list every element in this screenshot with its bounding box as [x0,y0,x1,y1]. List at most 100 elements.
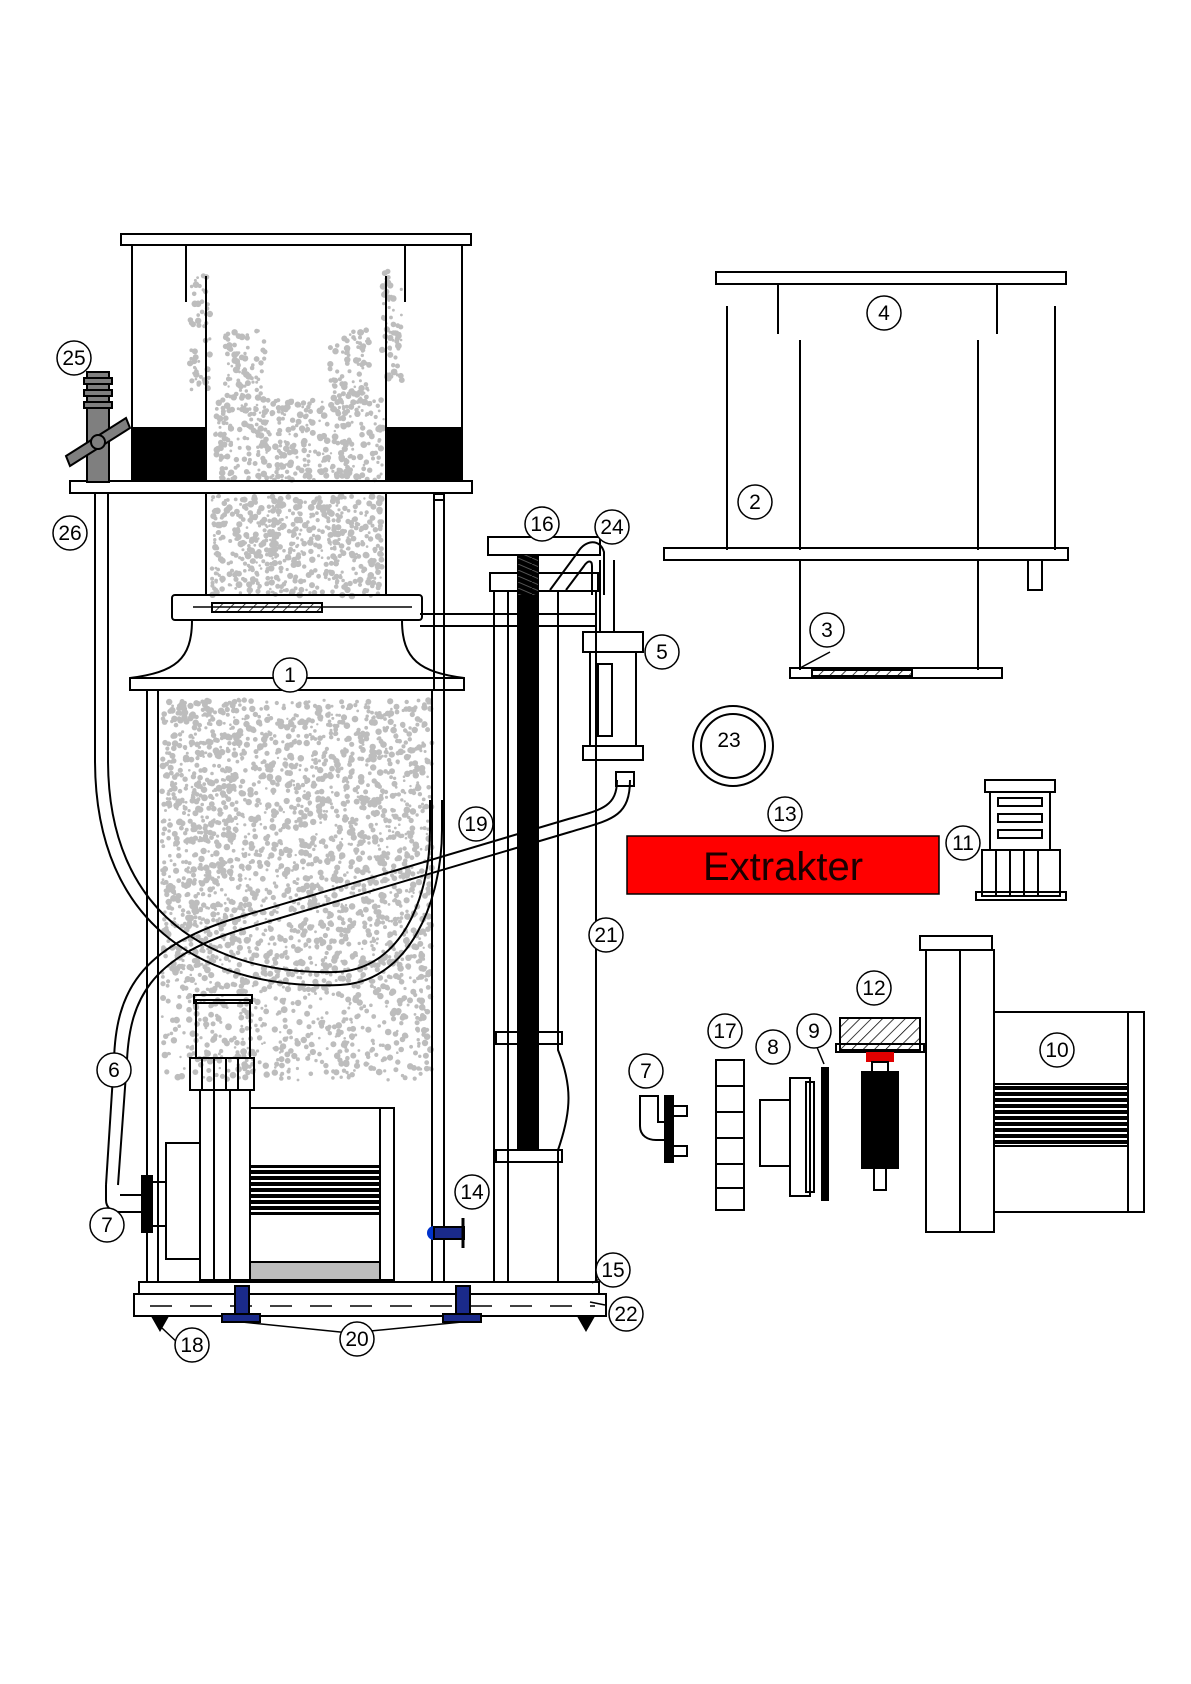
bubble [268,464,272,468]
bubble [251,762,256,767]
bubble [339,939,345,945]
bubble [392,781,398,787]
bubble [284,745,290,751]
bubble [256,404,259,407]
bubble [377,565,381,569]
bubble [260,369,264,373]
bubble [332,590,335,593]
bubble [223,334,227,338]
bubble [253,532,259,538]
bubble [388,710,395,717]
bubble [369,401,372,404]
bubble [336,504,339,507]
bubble [388,761,393,766]
bubble [315,535,321,541]
bubble [425,978,429,982]
bubble [347,1007,350,1010]
bubble [229,450,232,453]
bubble [419,749,422,752]
bubble [276,499,282,505]
bubble [315,964,317,966]
bubble [319,821,322,824]
bubble [170,734,175,739]
bubble [211,1021,216,1026]
bubble [375,444,379,448]
bubble [303,458,307,462]
bubble [267,519,271,523]
bubble [313,856,319,862]
bubble [306,473,312,479]
bubble [207,376,211,380]
bubble [191,786,194,789]
bubble [364,514,367,517]
bubble [286,1036,289,1039]
bubble [275,869,279,873]
bubble [192,372,195,375]
bubble [345,405,349,409]
bubble [233,748,236,751]
bubble [341,384,348,391]
bubble [220,521,227,528]
bubble [170,760,174,764]
bubble [236,581,243,588]
bubble [311,758,314,761]
bubble [349,742,354,747]
bubble [273,881,276,884]
bubble [360,425,365,430]
bubble [418,937,421,940]
bubble [259,385,263,389]
bubble [247,518,252,523]
bubble [209,862,215,868]
bubble [376,942,379,945]
bubble [310,835,316,841]
bubble [315,511,319,515]
bubble [199,836,202,839]
bubble [201,919,203,921]
bubble [246,799,252,805]
bubble [319,1024,324,1029]
callout-c14: 14 [455,1175,489,1209]
bubble [194,733,197,736]
bubble [277,578,281,582]
bubble [335,1035,337,1037]
bubble [285,825,290,830]
bubble [185,893,189,897]
bubble [350,818,356,824]
bubble [389,990,395,996]
bubble [255,927,259,931]
bubble [277,973,280,976]
bubble [286,883,290,887]
bubble [162,878,165,881]
bubble [229,560,233,564]
bubble [374,750,376,752]
bubble [403,987,406,990]
bubble [393,734,398,739]
bubble [280,1043,286,1049]
bubble [252,707,255,710]
bubble [275,584,280,589]
bubble [264,959,269,964]
bubble [396,751,401,756]
bubble [426,833,428,835]
bubble [219,586,225,592]
bubble [204,931,207,934]
callout-c21: 21 [589,918,623,952]
bubble [370,944,373,947]
bubble [203,706,206,709]
bubble [170,1032,174,1036]
bubble [346,871,349,874]
bubble [369,825,372,828]
bubble [287,573,293,579]
bubble [298,923,304,929]
bubble [330,1041,336,1047]
bubble [319,776,325,782]
bubble [336,500,340,504]
bubble [384,915,389,920]
bubble [161,945,166,950]
bubble [343,784,350,791]
bubble [278,561,282,565]
bubble [163,954,168,959]
bubble [266,868,269,871]
bubble [214,508,221,515]
bubble [289,896,293,900]
